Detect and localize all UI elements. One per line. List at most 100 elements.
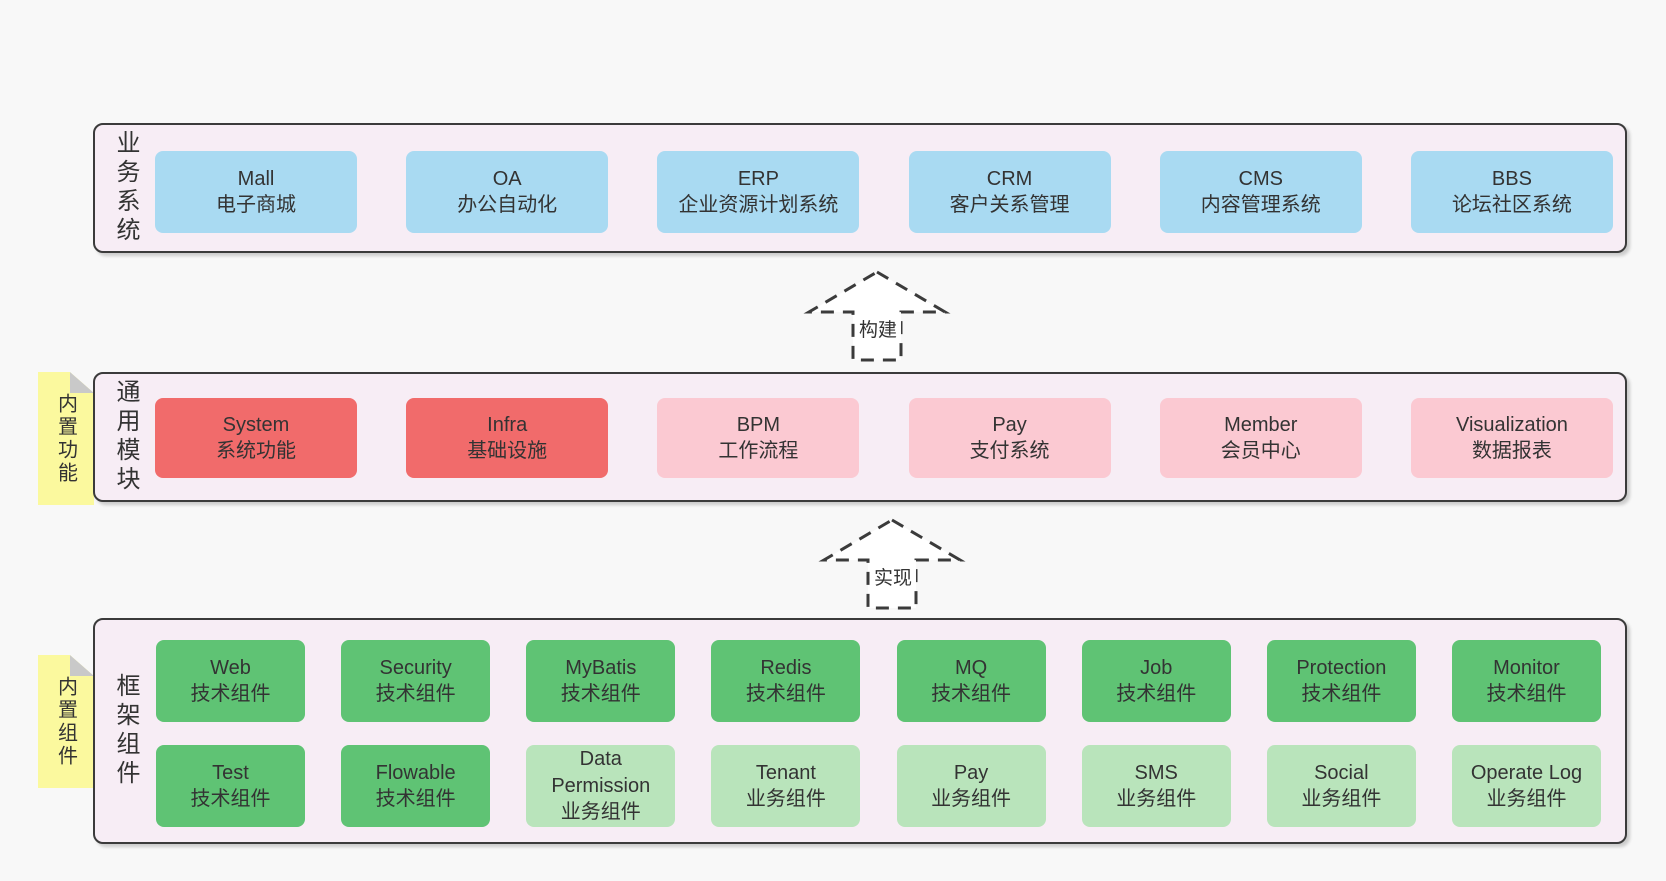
box-oa: OA 办公自动化	[406, 151, 609, 233]
box-subtitle: 办公自动化	[457, 194, 558, 216]
box-title: CRM	[986, 167, 1033, 190]
box-title: Member	[1224, 413, 1298, 436]
sticky-note-text: 内置组件	[54, 675, 77, 768]
box-subtitle: 业务组件	[1486, 788, 1567, 810]
box-subtitle: 内容管理系统	[1200, 194, 1321, 216]
box-subtitle: 业务组件	[1301, 788, 1382, 810]
box-title: Pay	[953, 761, 989, 784]
box-data-permission: Data Permission 业务组件	[526, 745, 676, 827]
box-title: MyBatis	[565, 656, 637, 679]
box-subtitle: 业务组件	[745, 788, 826, 810]
box-bbs: BBS 论坛社区系统	[1410, 151, 1613, 233]
layer-common-modules: 通用模块 System 系统功能 Infra 基础设施 BPM 工作流程 Pay 支付系…	[93, 372, 1627, 502]
box-subtitle: 支付系统	[969, 440, 1050, 462]
components-row-2: Test 技术组件 Flowable 技术组件 Data Permission 业务组…	[156, 745, 1601, 827]
box-title: Social	[1314, 761, 1369, 784]
box-title: Data Permission	[551, 748, 651, 797]
box-title: Job	[1140, 656, 1173, 679]
box-title: Test	[212, 761, 249, 784]
box-infra: Infra 基础设施	[406, 398, 609, 478]
box-subtitle: 技术组件	[1301, 683, 1382, 705]
box-title: Tenant	[755, 761, 816, 784]
box-subtitle: 系统功能	[216, 440, 296, 462]
box-operate-log: Operate Log 业务组件	[1451, 745, 1601, 827]
box-system: System 系统功能	[155, 398, 357, 478]
box-subtitle: 会员中心	[1220, 440, 1301, 462]
sticky-note-text: 内置功能	[54, 392, 77, 485]
box-pay-module: Pay 支付系统	[908, 398, 1111, 478]
box-title: Operate Log	[1470, 761, 1583, 784]
box-subtitle: 企业资源计划系统	[678, 194, 839, 216]
box-title: Mall	[237, 167, 275, 190]
box-subtitle: 工作流程	[718, 440, 799, 462]
box-title: Flowable	[375, 761, 456, 784]
arrow-build: 构建	[795, 266, 961, 371]
box-title: OA	[492, 167, 522, 190]
sticky-note-built-in-components: 内置组件	[38, 655, 94, 788]
common-modules-row: System 系统功能 Infra 基础设施 BPM 工作流程 Pay 支付系统 Mem…	[155, 398, 1613, 478]
layer-framework-components: 框架组件 Web 技术组件 Security 技术组件 MyBatis 技术组件 Re…	[93, 618, 1627, 844]
box-subtitle: 电子商城	[216, 194, 296, 216]
box-erp: ERP 企业资源计划系统	[657, 151, 860, 233]
box-title: Infra	[487, 413, 528, 436]
box-subtitle: 技术组件	[931, 683, 1012, 705]
box-tenant: Tenant 业务组件	[711, 745, 861, 827]
sticky-note-built-in-features: 内置功能	[38, 372, 94, 505]
box-mq: MQ 技术组件	[896, 640, 1046, 722]
box-subtitle: 技术组件	[1116, 683, 1197, 705]
box-title: BBS	[1491, 167, 1532, 190]
arrow-label: 实现	[869, 562, 917, 591]
box-title: Visualization	[1455, 413, 1568, 436]
box-title: Security	[379, 656, 452, 679]
arrow-implement: 实现	[810, 514, 976, 619]
box-flowable: Flowable 技术组件	[341, 745, 491, 827]
layer-label-business-systems: 业务系统	[112, 130, 139, 246]
box-title: ERP	[737, 167, 779, 190]
box-subtitle: 技术组件	[1486, 683, 1567, 705]
box-title: BPM	[736, 413, 781, 436]
box-subtitle: 技术组件	[375, 683, 456, 705]
box-title: Protection	[1296, 656, 1387, 679]
box-title: SMS	[1134, 761, 1178, 784]
box-subtitle: 业务组件	[1116, 788, 1197, 810]
box-subtitle: 技术组件	[190, 788, 271, 810]
arrow-label: 构建	[854, 314, 902, 343]
box-title: Monitor	[1493, 656, 1560, 679]
box-subtitle: 技术组件	[190, 683, 271, 705]
box-mall: Mall 电子商城	[155, 151, 357, 233]
box-title: MQ	[954, 656, 988, 679]
box-subtitle: 技术组件	[560, 683, 641, 705]
box-web: Web 技术组件	[156, 640, 305, 722]
box-title: System	[222, 413, 290, 436]
box-bpm: BPM 工作流程	[657, 398, 860, 478]
box-subtitle: 业务组件	[931, 788, 1012, 810]
box-subtitle: 数据报表	[1471, 440, 1552, 462]
box-redis: Redis 技术组件	[711, 640, 861, 722]
layer-label-common-modules: 通用模块	[112, 379, 139, 495]
box-subtitle: 技术组件	[745, 683, 826, 705]
box-test: Test 技术组件	[156, 745, 305, 827]
box-monitor: Monitor 技术组件	[1451, 640, 1601, 722]
box-visualization: Visualization 数据报表	[1410, 398, 1613, 478]
box-title: Web	[210, 656, 251, 679]
box-subtitle: 论坛社区系统	[1451, 194, 1572, 216]
box-subtitle: 技术组件	[375, 788, 456, 810]
box-subtitle: 基础设施	[467, 440, 548, 462]
box-subtitle: 业务组件	[560, 801, 641, 824]
box-security: Security 技术组件	[341, 640, 491, 722]
components-row-1: Web 技术组件 Security 技术组件 MyBatis 技术组件 Redis 技术…	[156, 640, 1601, 722]
box-mybatis: MyBatis 技术组件	[526, 640, 676, 722]
box-title: Pay	[992, 413, 1027, 436]
box-sms: SMS 业务组件	[1081, 745, 1231, 827]
box-job: Job 技术组件	[1081, 640, 1231, 722]
box-cms: CMS 内容管理系统	[1159, 151, 1362, 233]
folded-corner	[70, 372, 94, 393]
box-pay-component: Pay 业务组件	[896, 745, 1046, 827]
box-title: Redis	[760, 656, 812, 679]
layer-label-framework-components: 框架组件	[112, 673, 139, 789]
box-title: CMS	[1238, 167, 1283, 190]
box-member: Member 会员中心	[1159, 398, 1362, 478]
